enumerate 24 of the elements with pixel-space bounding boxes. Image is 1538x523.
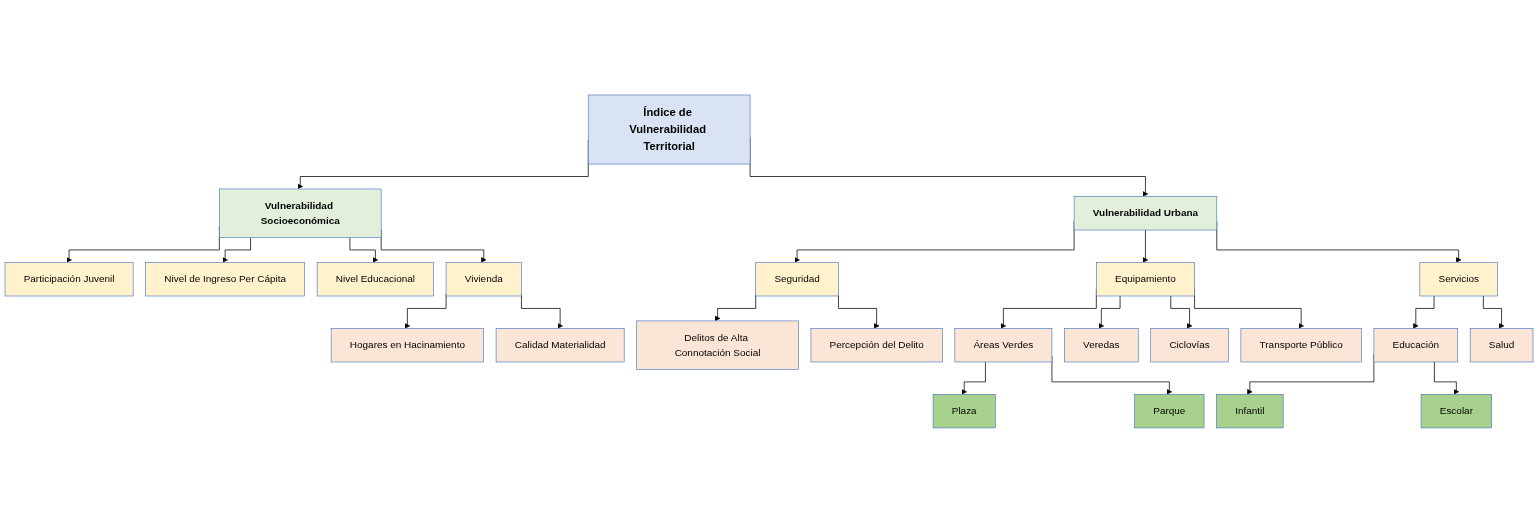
node-box: Hogares en Hacinamiento	[330, 328, 484, 363]
node-box: Ciclovías	[1150, 328, 1229, 363]
node-box: Escolar	[1420, 394, 1492, 429]
node-box: Vulnerabilidad Urbana	[1073, 196, 1218, 231]
node-box: Vivienda	[445, 262, 522, 297]
node-box: Percepción del Delito	[810, 328, 943, 363]
node-box: Nivel Educacional	[316, 262, 434, 297]
node-box: Índice de Vulnerabilidad Territorial	[587, 94, 751, 165]
node-box: Educación	[1373, 328, 1459, 363]
node-box: Salud	[1469, 328, 1534, 363]
node-box: Infantil	[1216, 394, 1284, 429]
node-box: Equipamiento	[1096, 262, 1195, 297]
node-box: Plaza	[932, 394, 996, 429]
node-box: Participación Juvenil	[4, 262, 134, 297]
node-box: Áreas Verdes	[954, 328, 1053, 363]
node-box: Parque	[1134, 394, 1205, 429]
node-box: Delitos de Alta Connotación Social	[636, 320, 799, 370]
node-box: Vulnerabilidad Socioeconómica	[219, 188, 382, 238]
node-box: Seguridad	[755, 262, 839, 297]
node-box: Calidad Materialidad	[495, 328, 625, 363]
node-box: Veredas	[1064, 328, 1139, 363]
node-box: Nivel de Ingreso Per Cápita	[145, 262, 305, 297]
node-box: Servicios	[1419, 262, 1498, 297]
node-box: Transporte Público	[1240, 328, 1362, 363]
